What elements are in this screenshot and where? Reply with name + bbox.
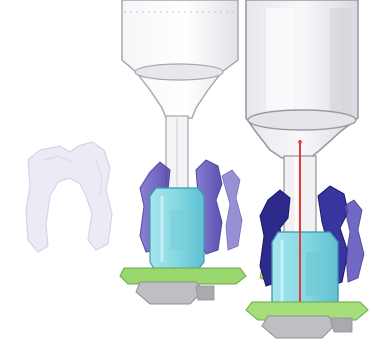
right-cartridge — [246, 0, 368, 338]
ghost-clamp — [26, 142, 112, 252]
